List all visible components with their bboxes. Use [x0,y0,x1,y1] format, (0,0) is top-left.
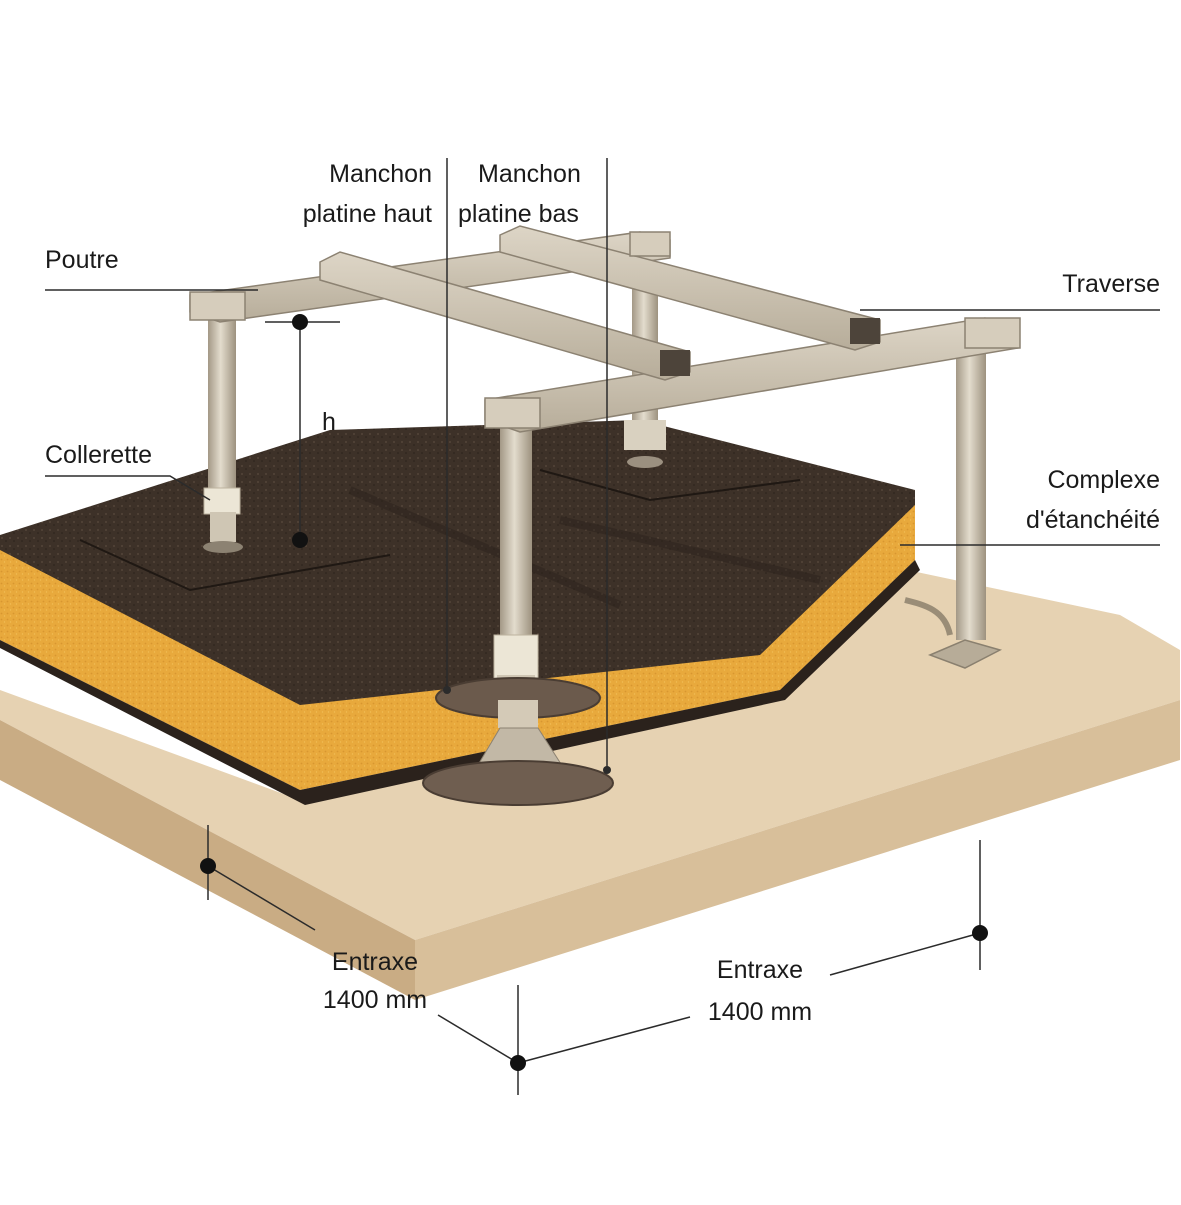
label-manchon-bas-1: Manchon [478,160,581,188]
crossbar-end-2 [850,318,880,344]
insulation-left [0,545,300,790]
label-entraxe-right-2: 1400 mm [708,998,812,1026]
end-cap-1 [189,291,246,321]
leader-dot-manchon-haut [443,686,451,694]
dimension-entraxe-right-dot [972,925,988,941]
base-plate-right [927,639,1003,669]
label-manchon-haut-1: Manchon [329,160,432,188]
dimension-entraxe-left-dot [200,858,216,874]
label-entraxe-left-2: 1400 mm [323,986,427,1014]
label-complexe-1: Complexe [1047,466,1160,494]
membrane-seam-2 [539,469,801,502]
annotations: Manchon platine haut Manchon platine bas… [45,158,1160,1095]
leader-collerette [45,475,211,501]
dimension-entraxe-right-upper [829,932,981,976]
label-complexe-2: d'étanchéité [1026,506,1160,534]
leader-dot-manchon-bas [603,766,611,774]
membrane-seam-3 [348,486,622,609]
post-right-concrete [904,350,1003,669]
end-cap-3 [964,317,1021,349]
label-collerette: Collerette [45,441,152,469]
label-manchon-bas-2: platine bas [458,200,579,228]
dimension-entraxe-left-lower [437,1014,519,1064]
crossbar-end-1 [660,350,690,376]
end-cap-2 [484,397,541,429]
label-entraxe-right-1: Entraxe [717,956,803,984]
label-traverse: Traverse [1062,270,1160,298]
dimension-entraxe-right-lower [517,1016,691,1064]
label-manchon-haut-2: platine haut [303,200,432,228]
collar-left [203,487,241,515]
label-h: h [322,408,336,436]
post-left [203,320,243,553]
label-poutre: Poutre [45,246,119,274]
label-entraxe-left-1: Entraxe [332,948,418,976]
collar-front [493,634,539,680]
dimension-entraxe-center-dot [510,1055,526,1071]
slab-front-right [415,700,1180,1000]
insulation-right [300,500,915,790]
membrane-seam-4 [559,516,821,584]
membrane-seam-1 [79,539,391,592]
slab-top [0,560,1180,940]
dimension-entraxe-left [207,865,316,931]
post-front [422,425,614,806]
dimension-h-top-dot [292,314,308,330]
dimension-h-bottom-dot [292,532,308,548]
lower-plate [422,760,614,806]
end-cap-4 [629,231,671,257]
rail-frame [189,225,1021,433]
